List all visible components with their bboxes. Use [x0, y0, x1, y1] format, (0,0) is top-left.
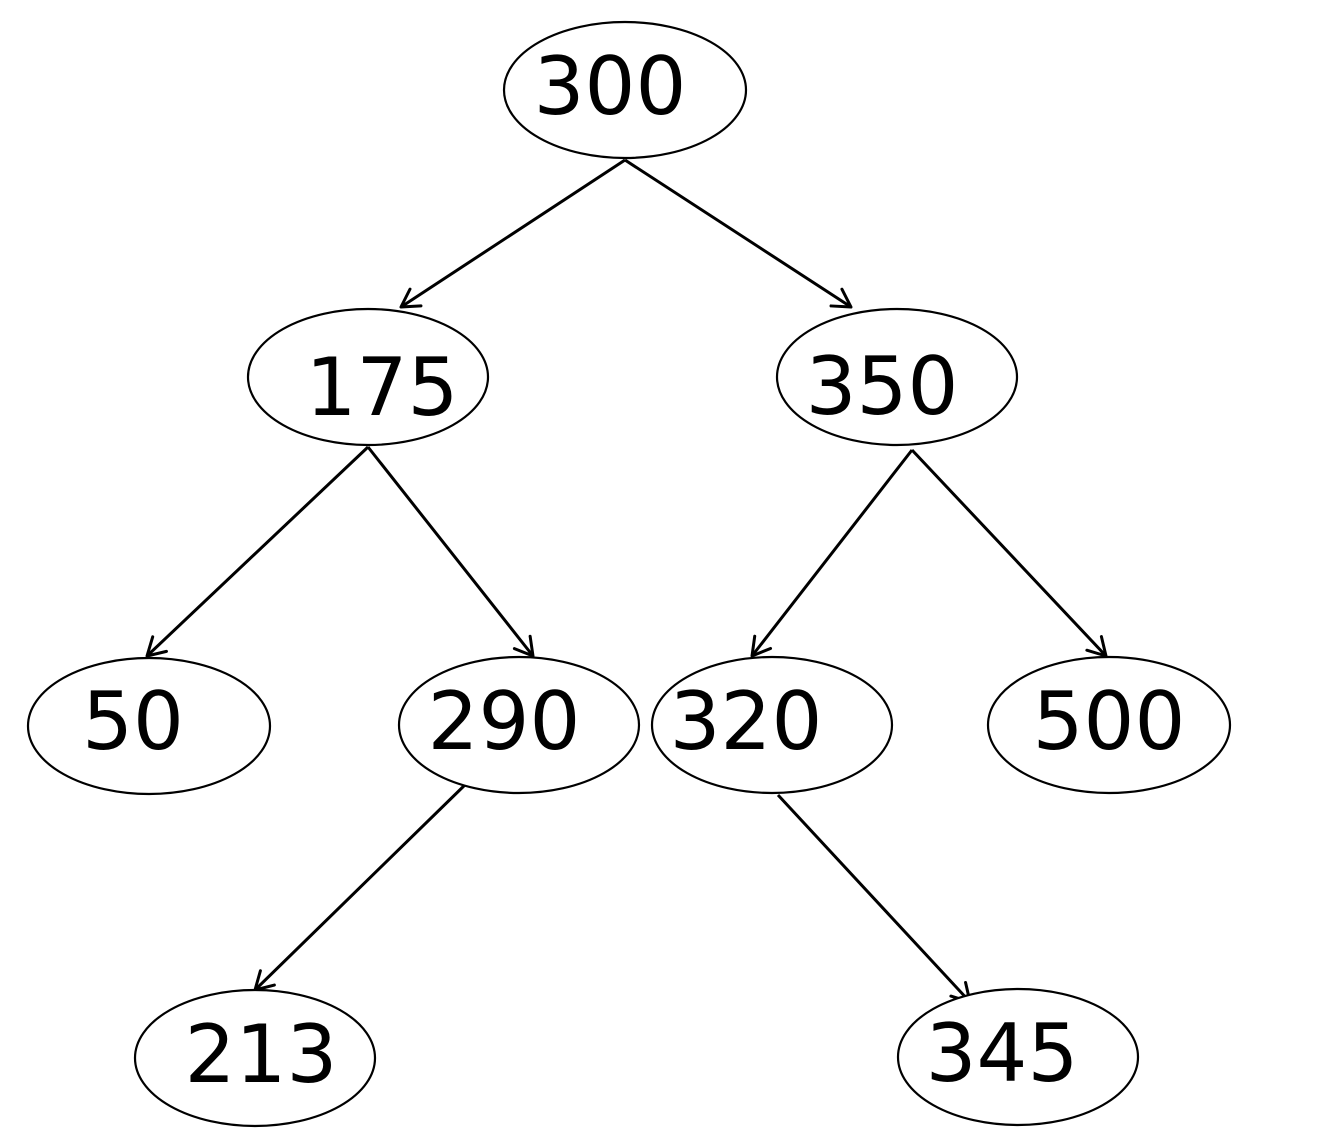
tree-node-50: 50 [26, 656, 272, 796]
node-label: 320 [670, 675, 823, 768]
edge-line [145, 445, 370, 658]
node-ellipse [246, 307, 490, 447]
edge-line [400, 158, 626, 309]
arrowhead-icon [399, 287, 423, 309]
edge-line [910, 448, 1108, 658]
edge-n175-n290 [366, 446, 535, 658]
edge-line [366, 446, 535, 657]
node-label: 213 [185, 1008, 338, 1101]
tree-node-213: 213 [133, 988, 377, 1128]
node-ellipse [502, 20, 748, 160]
edge-n300-n175 [399, 158, 626, 309]
tree-node-350: 350 [775, 307, 1019, 447]
node-label: 50 [82, 675, 184, 768]
edge-n320-n345 [776, 793, 972, 1004]
tree-node-290: 290 [397, 655, 641, 795]
arrowhead-icon [512, 634, 535, 658]
node-ellipse [397, 655, 641, 795]
arrowhead-icon [145, 635, 168, 658]
edge-n175-n50 [145, 445, 370, 658]
node-ellipse [133, 988, 377, 1128]
node-ellipse [896, 987, 1140, 1127]
edge-line [253, 778, 472, 992]
edges-layer [145, 158, 1108, 1004]
edge-n300-n350 [624, 158, 853, 309]
tree-node-500: 500 [986, 655, 1232, 795]
edge-line [750, 449, 914, 657]
edge-n290-n213 [253, 778, 472, 992]
arrowhead-icon [829, 287, 853, 309]
node-ellipse [26, 656, 272, 796]
arrowhead-icon [750, 634, 773, 658]
nodes-layer: 300 175 350 50 290 320 500 213 345 [26, 20, 1232, 1128]
node-ellipse [986, 655, 1232, 795]
tree-node-345: 345 [896, 987, 1140, 1127]
node-label: 300 [534, 40, 687, 133]
edge-line [624, 158, 852, 309]
node-label: 290 [428, 675, 581, 768]
node-ellipse [650, 655, 894, 795]
tree-node-320: 320 [650, 655, 894, 795]
node-label: 500 [1033, 675, 1186, 768]
node-label: 175 [306, 341, 459, 434]
tree-node-300: 300 [502, 20, 748, 160]
edge-n350-n500 [910, 448, 1108, 658]
tree-node-175: 175 [246, 307, 490, 447]
node-label: 350 [806, 340, 959, 433]
edge-line [776, 793, 972, 1004]
edge-n350-n320 [750, 449, 914, 658]
node-label: 345 [926, 1007, 1079, 1100]
node-ellipse [775, 307, 1019, 447]
